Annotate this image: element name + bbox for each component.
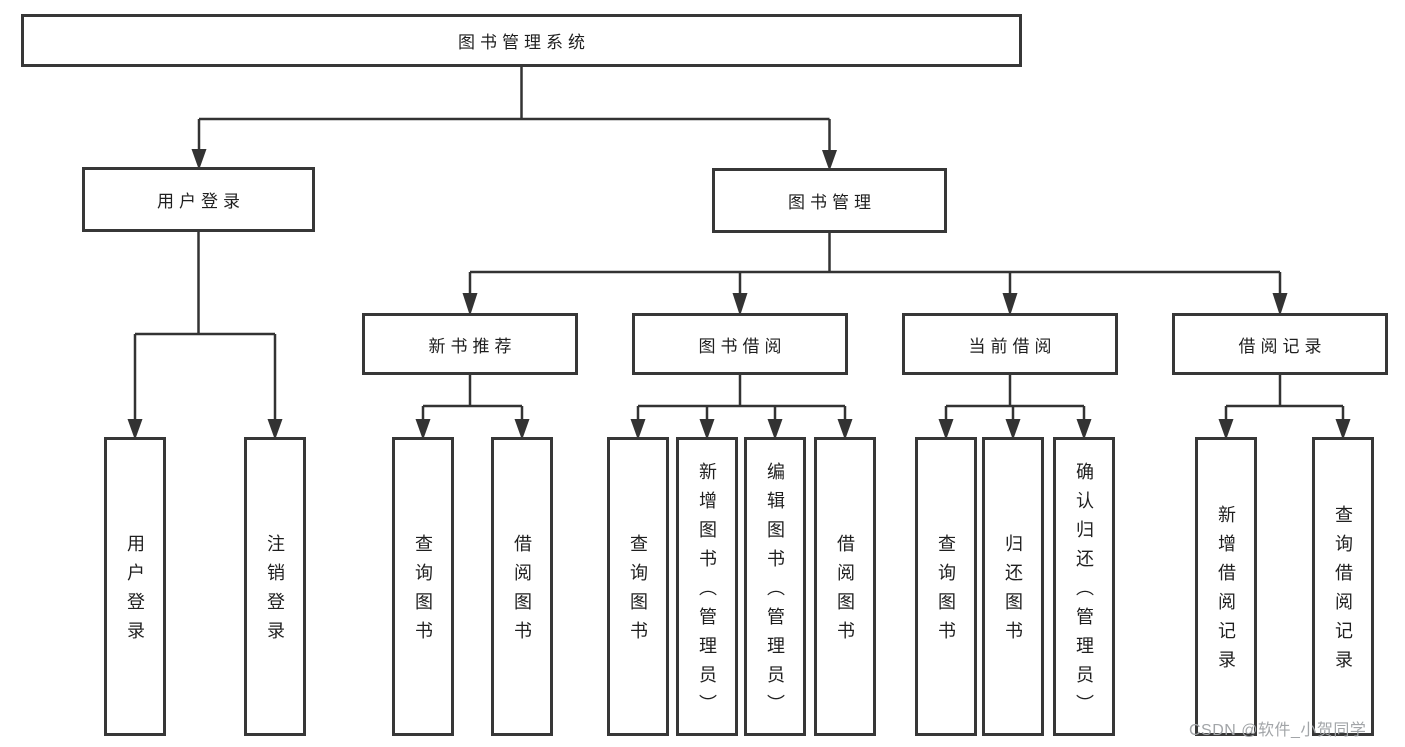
connector-line bbox=[636, 374, 847, 420]
connector-line bbox=[944, 374, 1086, 420]
connector-line bbox=[1224, 374, 1345, 420]
leaf-return-book: 归还图书 bbox=[982, 437, 1044, 736]
leaf-confirm-return-admin: 确认归还（管理员） bbox=[1053, 437, 1115, 736]
arrowheads-book-management bbox=[462, 293, 1288, 316]
connector-line bbox=[421, 374, 524, 420]
connector-book-borrowing-to-leaves bbox=[636, 374, 847, 420]
arrowhead-icon bbox=[1076, 419, 1092, 440]
leaf-query-books-recommend: 查询图书 bbox=[392, 437, 454, 736]
arrowhead-icon bbox=[267, 419, 283, 440]
leaf-add-borrow-record: 新增借阅记录 bbox=[1195, 437, 1257, 736]
leaf-query-books-current: 查询图书 bbox=[915, 437, 977, 736]
arrowhead-icon bbox=[1002, 293, 1018, 316]
leaf-query-books-borrow: 查询图书 bbox=[607, 437, 669, 736]
node-user-login: 用户登录 bbox=[82, 167, 315, 232]
connector-new-book-to-leaves bbox=[421, 374, 524, 420]
connector-book-management-to-level2 bbox=[468, 233, 1282, 294]
connector-user-login-to-leaves bbox=[133, 232, 277, 420]
arrowhead-icon bbox=[191, 149, 207, 170]
arrowhead-icon bbox=[732, 293, 748, 316]
arrowheads-new-book bbox=[415, 419, 530, 440]
arrowhead-icon bbox=[1335, 419, 1351, 440]
node-book-borrowing: 图书借阅 bbox=[632, 313, 848, 375]
arrowhead-icon bbox=[1218, 419, 1234, 440]
arrowhead-icon bbox=[514, 419, 530, 440]
arrowheads-user-login bbox=[127, 419, 283, 440]
arrowhead-icon bbox=[630, 419, 646, 440]
connector-line bbox=[133, 232, 277, 420]
leaf-logout-login: 注销登录 bbox=[244, 437, 306, 736]
arrowhead-icon bbox=[462, 293, 478, 316]
arrowheads-root-to-level1 bbox=[191, 149, 837, 171]
connector-root-to-level1 bbox=[197, 67, 831, 151]
arrowheads-borrowing-records bbox=[1218, 419, 1351, 440]
arrowhead-icon bbox=[699, 419, 715, 440]
connector-current-borrowing-to-leaves bbox=[944, 374, 1086, 420]
arrowheads-current-borrowing bbox=[938, 419, 1092, 440]
node-book-management: 图书管理 bbox=[712, 168, 947, 233]
csdn-watermark: CSDN @软件_小贺同学 bbox=[1189, 722, 1367, 739]
arrowheads-book-borrowing bbox=[630, 419, 853, 440]
arrowhead-icon bbox=[1005, 419, 1021, 440]
leaf-query-borrow-record: 查询借阅记录 bbox=[1312, 437, 1374, 736]
arrowhead-icon bbox=[938, 419, 954, 440]
node-new-book-recommendation: 新书推荐 bbox=[362, 313, 578, 375]
arrowhead-icon bbox=[127, 419, 143, 440]
node-borrowing-records: 借阅记录 bbox=[1172, 313, 1388, 375]
arrowhead-icon bbox=[415, 419, 431, 440]
arrowhead-icon bbox=[1272, 293, 1288, 316]
leaf-edit-book-admin: 编辑图书（管理员） bbox=[744, 437, 806, 736]
leaf-borrow-books-borrow: 借阅图书 bbox=[814, 437, 876, 736]
connector-line bbox=[197, 67, 831, 151]
arrowhead-icon bbox=[822, 150, 837, 171]
node-current-borrowing: 当前借阅 bbox=[902, 313, 1118, 375]
arrowhead-icon bbox=[837, 419, 853, 440]
arrowhead-icon bbox=[767, 419, 783, 440]
leaf-borrow-books-recommend: 借阅图书 bbox=[491, 437, 553, 736]
connector-borrowing-records-to-leaves bbox=[1224, 374, 1345, 420]
node-root: 图书管理系统 bbox=[21, 14, 1022, 67]
leaf-add-book-admin: 新增图书（管理员） bbox=[676, 437, 738, 736]
leaf-user-login: 用户登录 bbox=[104, 437, 166, 736]
connector-line bbox=[468, 233, 1282, 294]
